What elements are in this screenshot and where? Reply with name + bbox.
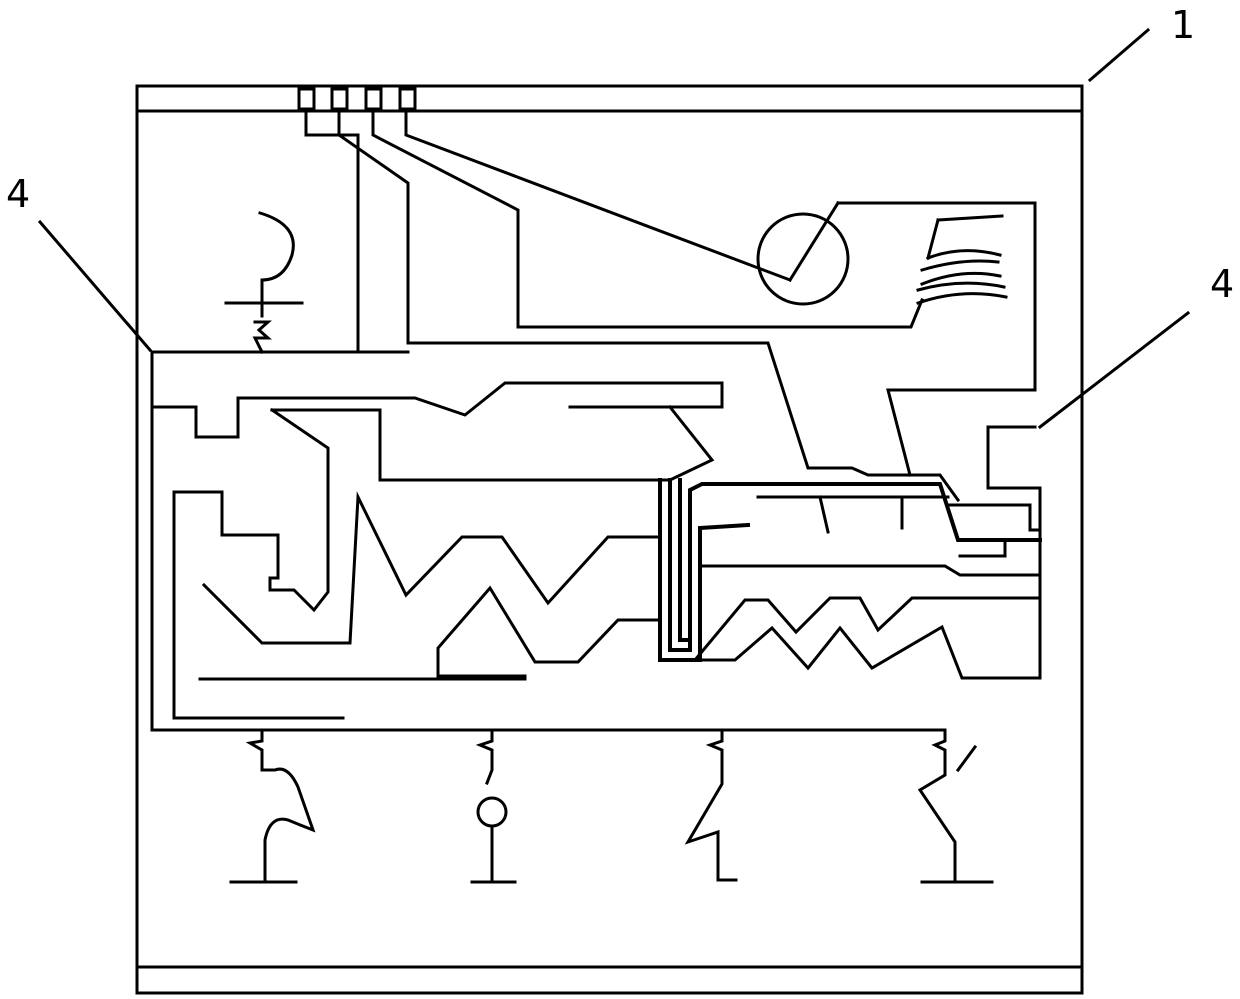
bottom-switch-1 xyxy=(231,730,313,882)
bottom-switch-4 xyxy=(920,730,992,882)
current-transformer xyxy=(758,203,848,304)
leader-lines xyxy=(40,30,1188,427)
label-left-partition: 4 xyxy=(6,172,30,216)
label-enclosure: 1 xyxy=(1171,3,1195,47)
top-terminal-blocks xyxy=(299,89,415,109)
right-zigzag xyxy=(660,427,1040,678)
terminal-wires xyxy=(306,109,958,500)
upper-left-switch xyxy=(226,213,302,352)
upper-right-compartment xyxy=(838,203,1035,475)
bottom-switch-3 xyxy=(688,730,736,880)
label-right-partition: 4 xyxy=(1210,262,1234,306)
bottom-switch-2 xyxy=(472,730,515,882)
